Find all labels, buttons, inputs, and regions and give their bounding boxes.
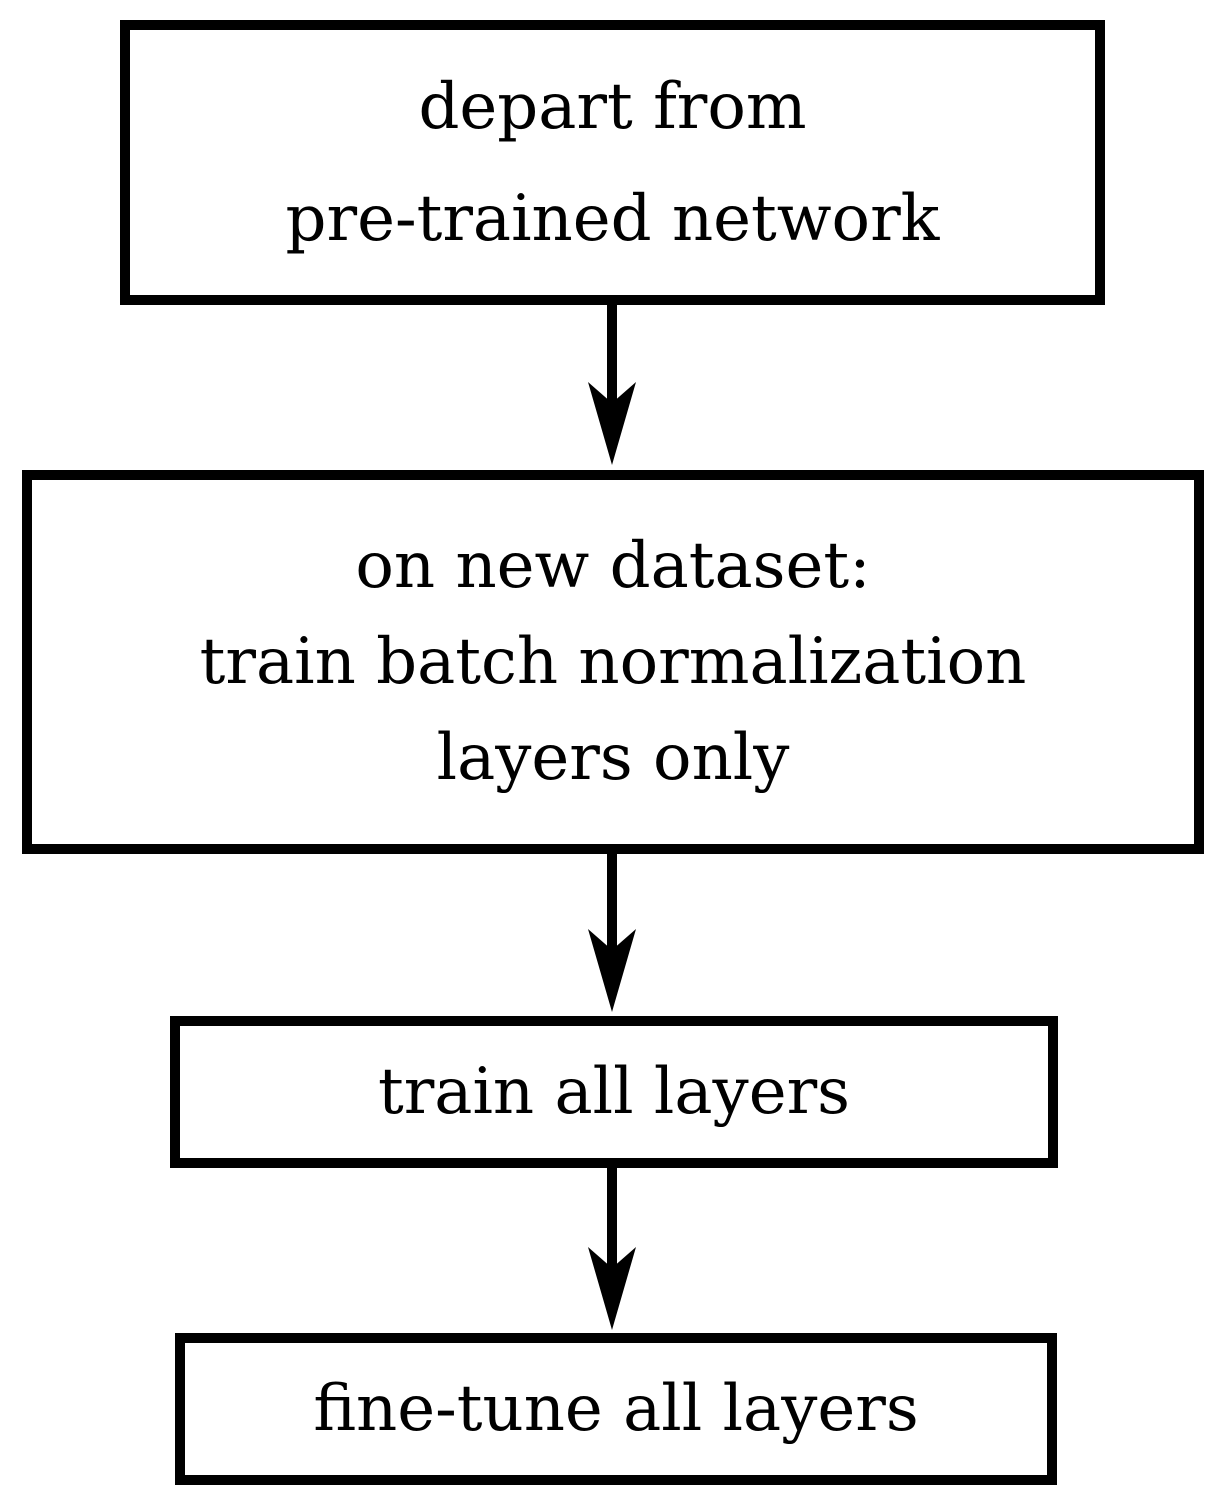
step-3-line-1: train all layers: [377, 1055, 851, 1129]
step-4-line-1: fine-tune all layers: [313, 1372, 919, 1446]
step-2-line-1: on new dataset:: [355, 529, 871, 603]
step-depart-from-pretrained-network: depart from pre-trained network: [120, 20, 1105, 305]
step-fine-tune-all-layers: fine-tune all layers: [175, 1333, 1057, 1485]
step-1-line-2: pre-trained network: [285, 181, 940, 256]
arrow-n3-n4: [588, 1168, 636, 1330]
step-2-line-2: train batch normalization: [199, 625, 1027, 699]
arrow-n2-n3: [588, 854, 636, 1012]
arrow-n1-n2: [588, 305, 636, 465]
step-train-all-layers: train all layers: [170, 1016, 1058, 1168]
step-1-line-1: depart from: [418, 69, 807, 144]
step-train-batch-normalization: on new dataset: train batch normalizatio…: [22, 470, 1204, 854]
step-2-line-3: layers only: [436, 721, 790, 795]
